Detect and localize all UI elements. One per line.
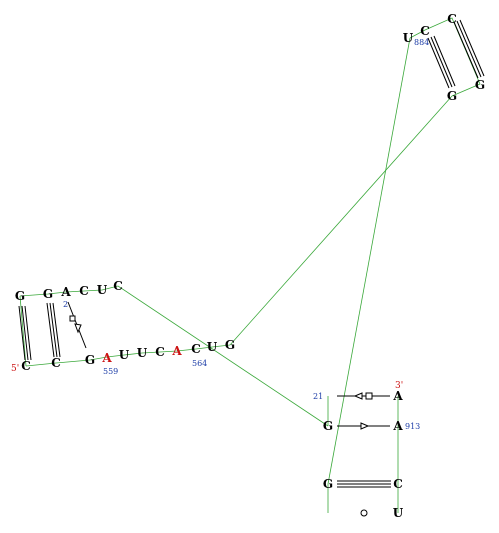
nucleotide-g-20: G <box>43 287 53 301</box>
nucleotide-c-18: C <box>79 284 89 298</box>
base-pairs <box>18 19 485 517</box>
pair-noncanonical-a-g-upper-left <box>67 301 87 349</box>
pair-hairpin-inner <box>427 35 456 89</box>
backbone-upper-left-loop <box>19 285 329 427</box>
nucleotide-a-19: A <box>60 285 71 299</box>
nucleotide-g-23: G <box>323 477 333 491</box>
nucleotide-c-0: C <box>21 359 31 373</box>
nucleotide-u-24: U <box>393 506 404 520</box>
number-559: 559 <box>103 367 118 376</box>
pair-c-g-inner <box>46 302 61 358</box>
number-2x: 2 <box>63 300 68 309</box>
nucleotide-u-5: U <box>137 346 148 360</box>
nucleotide-c-25: C <box>393 477 403 491</box>
nucleotide-u-9: U <box>207 340 218 354</box>
nucleotide-c-8: C <box>191 342 201 356</box>
nucleotide-c-6: C <box>155 345 165 359</box>
nucleotide-a-26: A <box>392 419 403 433</box>
pair-c-g-outer <box>18 305 32 361</box>
pair-noncanonical-g-a913 <box>337 422 390 430</box>
nucleotide-c-13: C <box>447 12 457 26</box>
nucleotide-g-21: G <box>15 289 25 303</box>
backbone-5prime-strand <box>25 344 231 367</box>
nucleotide-g-2: G <box>85 353 95 367</box>
pair-g-c-bottom <box>337 480 391 488</box>
number-884: 884 <box>414 38 429 47</box>
pair-noncanonical-g21-a <box>337 392 390 400</box>
nucleotide-u-17: U <box>97 283 108 297</box>
nucleotide-g-22: G <box>323 419 333 433</box>
nucleotide-g-15: G <box>447 89 457 103</box>
nucleotide-a-3: A <box>101 351 112 365</box>
nucleotide-u-4: U <box>119 348 130 362</box>
number-913: 913 <box>405 422 420 431</box>
nucleotide-g-14: G <box>475 78 485 92</box>
nucleotide-c-12: C <box>420 24 430 38</box>
five-prime-label: 5' <box>11 364 19 374</box>
pair-wobble-g-u-bottom <box>360 509 368 517</box>
pair-hairpin-outer <box>453 19 485 79</box>
nucleotide-u-11: U <box>403 31 414 45</box>
nucleotide-c-16: C <box>113 279 123 293</box>
nucleotide-c-1: C <box>51 356 61 370</box>
backbone-long-link-down <box>327 37 411 485</box>
nucleotide-a-27: A <box>392 389 403 403</box>
nucleotide-g-10: G <box>225 338 235 352</box>
three-prime-label: 3' <box>395 381 403 391</box>
number-564: 564 <box>192 359 207 368</box>
backbone-5prime-loop <box>19 295 27 367</box>
backbone-long-link-to-hairpin <box>229 95 453 346</box>
nucleotide-a-7: A <box>171 344 182 358</box>
backbone-hairpin-loop <box>409 17 481 97</box>
number-21: 21 <box>313 392 323 401</box>
backbone <box>19 17 481 513</box>
